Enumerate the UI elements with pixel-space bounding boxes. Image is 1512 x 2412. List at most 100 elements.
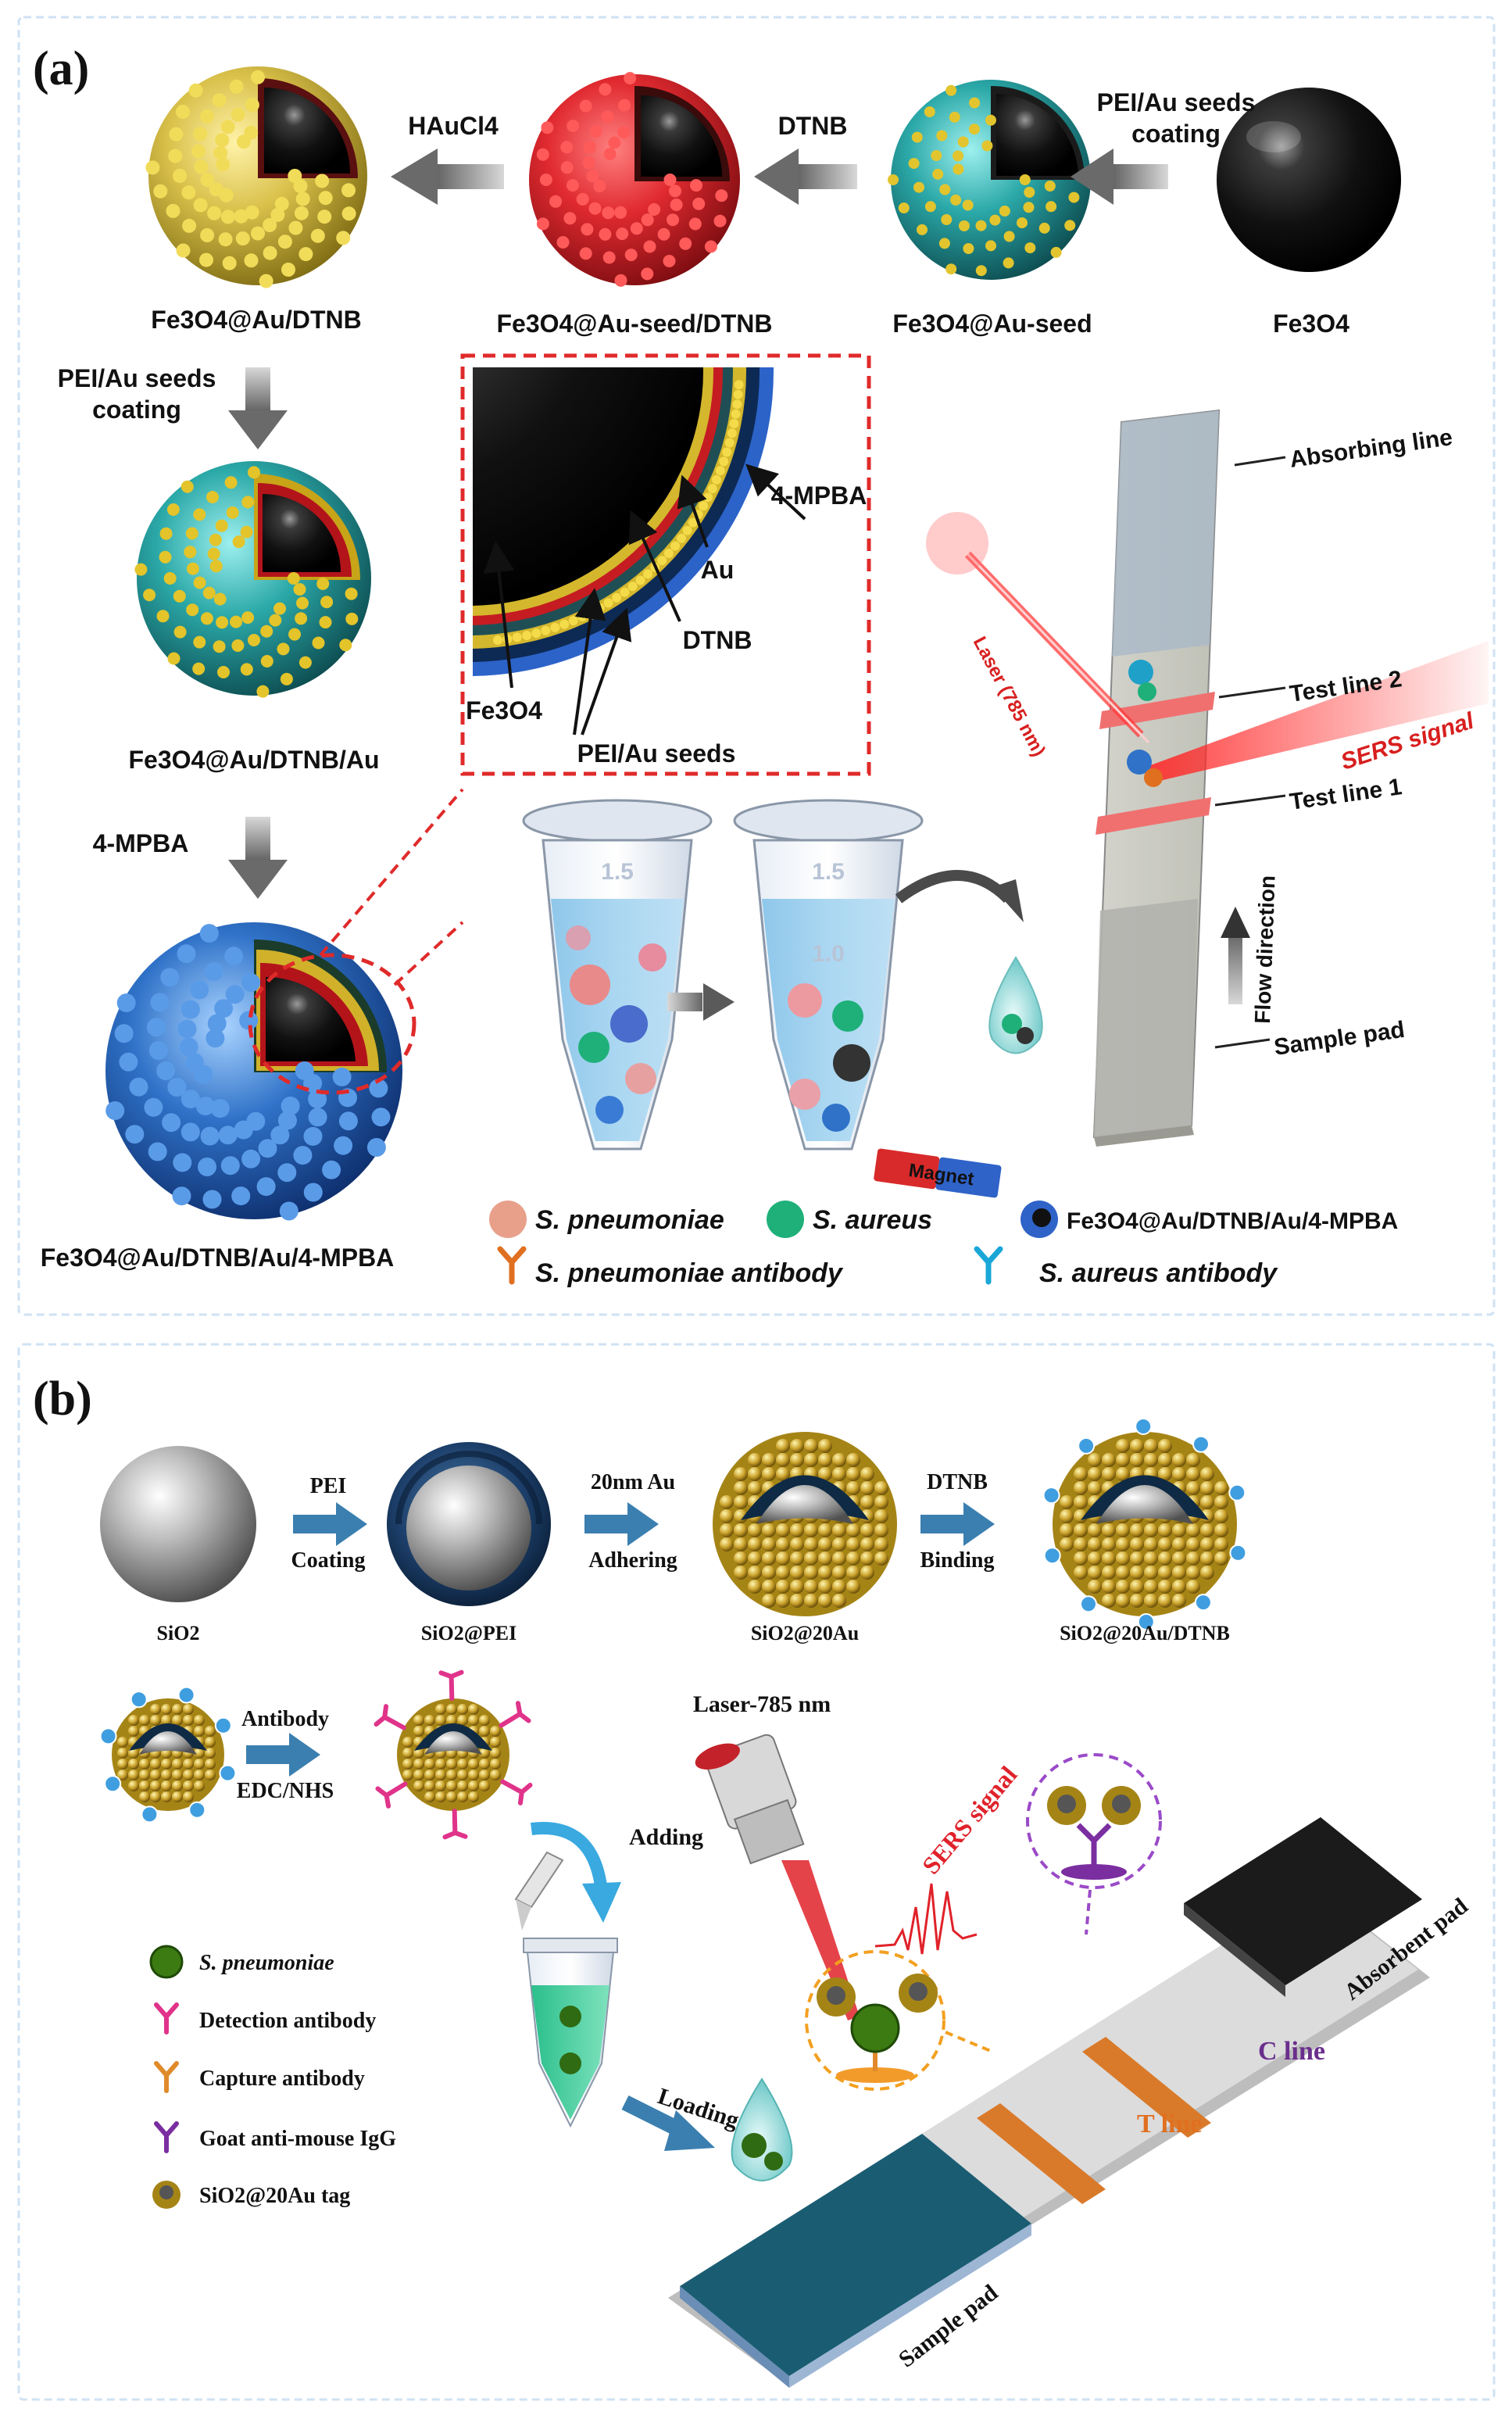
surface-bump (669, 184, 681, 198)
au-bead (1158, 1551, 1172, 1566)
surface-bump (260, 655, 273, 667)
surface-bump (179, 1037, 198, 1057)
dtnb-dot (1229, 1544, 1247, 1562)
au-bead (776, 1523, 790, 1537)
surface-bump (1023, 202, 1035, 213)
au-bead (1074, 1509, 1088, 1523)
curved-arrow-adding-head (582, 1882, 621, 1923)
pei-au-seed (699, 501, 709, 511)
surface-bump (602, 206, 615, 220)
surface-bump (173, 1153, 192, 1172)
au-bead (720, 1509, 734, 1523)
surface-bump (648, 203, 661, 216)
step-pei-label-1: PEI (310, 1474, 347, 1498)
pei-au-seed (731, 409, 741, 419)
au-bead (734, 1481, 748, 1495)
control-zoom-pointer (1085, 1889, 1092, 1935)
surface-bump (898, 202, 910, 214)
au-bead (479, 1748, 490, 1759)
surface-bump (567, 120, 580, 133)
surface-bump (981, 140, 993, 152)
au-bead (790, 1551, 804, 1566)
tag-particle-after (374, 1669, 533, 1840)
surface-bump (298, 656, 312, 669)
au-bead (804, 1537, 818, 1551)
step-arrow-dtnb (920, 1502, 995, 1546)
au-bead (846, 1580, 860, 1594)
au-bead (790, 1523, 804, 1537)
sample-pad-label-a: Sample pad (1272, 1017, 1406, 1061)
surface-bump (281, 1097, 300, 1115)
surface-bump (256, 685, 270, 698)
surface-bump (953, 150, 963, 162)
au-bead (1200, 1467, 1214, 1481)
sers-signal-beam (1149, 641, 1489, 782)
surface-bump (194, 159, 209, 174)
surface-bump (143, 589, 156, 602)
surface-bump (215, 133, 230, 148)
surface-bump (663, 255, 676, 267)
au-bead (1158, 1453, 1172, 1467)
au-bead (804, 1551, 818, 1566)
au-bead (790, 1566, 804, 1580)
au-bead (1200, 1551, 1214, 1566)
detection-antibody (442, 1808, 468, 1840)
au-bead (172, 1780, 183, 1791)
au-bead (1116, 1523, 1130, 1537)
au-bead (1144, 1537, 1158, 1551)
au-bead (161, 1791, 172, 1802)
surface-bump (159, 527, 173, 540)
surface-bump (1024, 187, 1035, 198)
surface-bump (270, 1125, 290, 1145)
legend-pneumoniae-antibody-label: S. pneumoniae antibody (535, 1258, 844, 1288)
surface-bump (624, 249, 638, 262)
panel-b-frame (17, 1343, 1496, 2401)
surface-bump (207, 547, 220, 560)
surface-bump (202, 586, 216, 599)
au-bead (1088, 1453, 1102, 1467)
panel-a-label: (a) (33, 42, 89, 95)
surface-bump (975, 265, 987, 277)
surface-bump (207, 1014, 227, 1033)
au-bead (1102, 1594, 1116, 1608)
au-bead (1172, 1467, 1186, 1481)
control-complex (1047, 1786, 1141, 1880)
surface-bump (369, 1079, 388, 1098)
surface-bump (657, 227, 670, 241)
au-bead (1102, 1467, 1116, 1481)
au-bead (446, 1704, 457, 1715)
detection-antibody (375, 1781, 408, 1809)
au-bead (846, 1453, 860, 1467)
surface-bump (176, 105, 190, 119)
step-antibody-label-2: EDC/NHS (237, 1779, 334, 1803)
surface-bump (322, 1160, 341, 1179)
detection-antibody (374, 1704, 406, 1730)
pei-au-seed (550, 622, 560, 632)
detection-zoom-pointer (945, 2031, 993, 2053)
surface-bump (244, 253, 259, 268)
dtnb-dot (1192, 1435, 1210, 1453)
au-bead (150, 1715, 161, 1726)
arrow-haucl4 (391, 149, 504, 205)
au-bead (446, 1780, 457, 1791)
pei-au-seed (722, 447, 732, 457)
step-dtnb-label-1: DTNB (927, 1470, 988, 1494)
surface-bump (341, 206, 356, 221)
au-bead (776, 1467, 790, 1481)
surface-bump (1003, 231, 1015, 242)
sio2-pei-caption: SiO2@PEI (421, 1622, 517, 1644)
surface-bump (200, 109, 215, 123)
au-bead (457, 1715, 468, 1726)
au-bead (846, 1537, 860, 1551)
au-bead (1158, 1580, 1172, 1594)
surface-bump (567, 179, 579, 192)
surface-bump (241, 611, 255, 624)
surface-bump (931, 150, 942, 161)
surface-bump (217, 666, 230, 678)
au-bead (1102, 1537, 1116, 1551)
surface-bump (536, 217, 549, 231)
au-bead (1130, 1453, 1144, 1467)
au-bead (1116, 1467, 1130, 1481)
surface-bump (204, 962, 223, 982)
